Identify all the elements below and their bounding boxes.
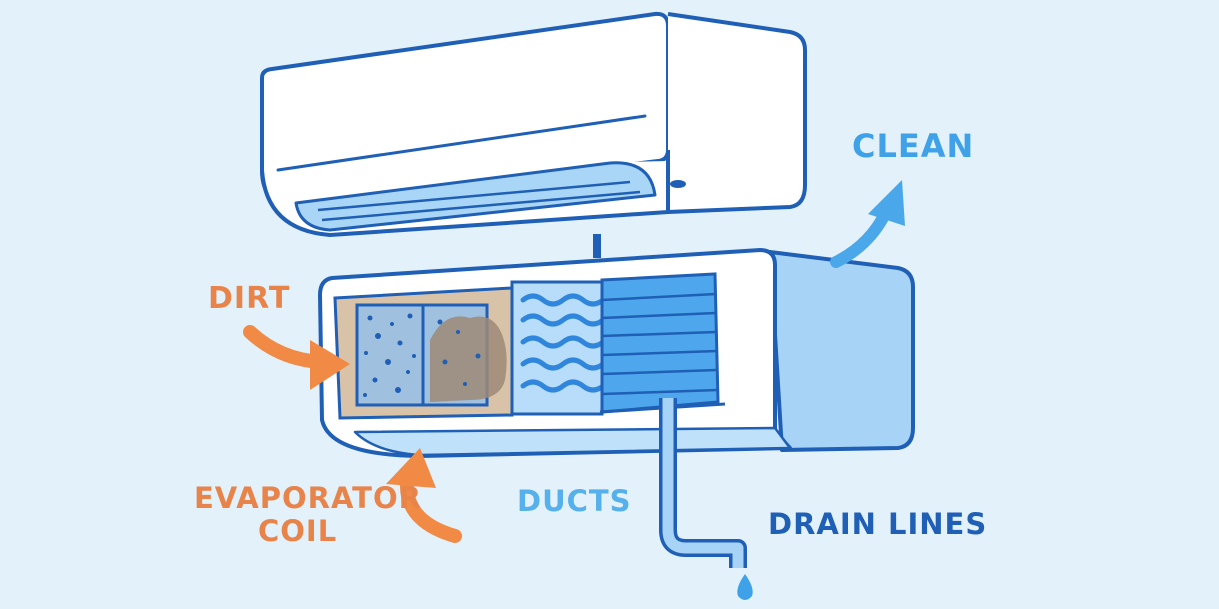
cutaway-unit: [318, 248, 915, 458]
evaporator-coil-fins: [600, 272, 720, 414]
clean-arrow-icon: [830, 206, 892, 268]
connector-pipe: [593, 234, 601, 258]
coil-fin-lines: [601, 292, 719, 396]
label-evaporator-coil: EVAPORATOR COIL: [194, 481, 422, 549]
dirt-blob: [430, 316, 507, 402]
label-ducts: DUCTS: [517, 484, 632, 518]
water-drop-icon: [737, 574, 753, 600]
indoor-unit-upper: [260, 11, 807, 237]
label-evaporator-line2: COIL: [258, 514, 338, 549]
label-dirt: DIRT: [208, 281, 291, 316]
label-clean: CLEAN: [852, 127, 975, 165]
airflow-waves: [520, 293, 606, 393]
label-evaporator-line1: EVAPORATOR: [194, 481, 422, 515]
dust-particles: [363, 313, 481, 397]
indicator-light-icon: [670, 180, 686, 188]
label-drain-lines: DRAIN LINES: [768, 507, 988, 541]
